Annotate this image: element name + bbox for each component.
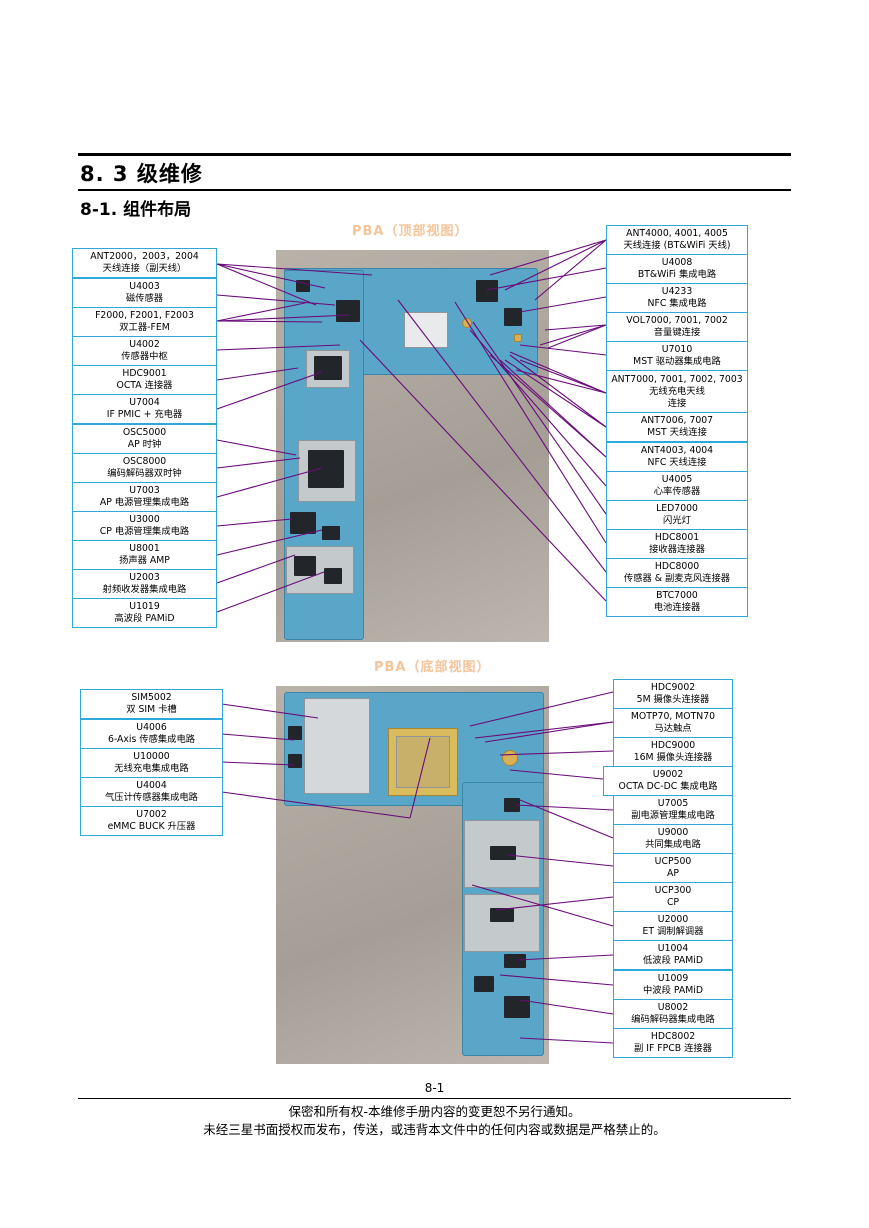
bottom-board-photo	[276, 686, 549, 1064]
subsection-title: 8-1. 组件布局	[80, 200, 192, 220]
top-view-title: PBA（顶部视图）	[352, 224, 469, 239]
page-number: 8-1	[424, 1081, 445, 1095]
top-rule	[78, 153, 791, 156]
heading-underline	[78, 189, 791, 191]
footer-line-1: 保密和所有权-本维修手册内容的变更恕不另行通知。	[288, 1104, 581, 1119]
bottom-view-title: PBA（底部视图）	[374, 660, 491, 675]
footer-rule	[78, 1098, 791, 1099]
section-title: 8. 3 级维修	[80, 162, 203, 186]
top-board-photo	[276, 250, 549, 642]
footer-line-2: 未经三星书面授权而发布，传送，或违背本文件中的任何内容或数据是严格禁止的。	[203, 1122, 666, 1137]
